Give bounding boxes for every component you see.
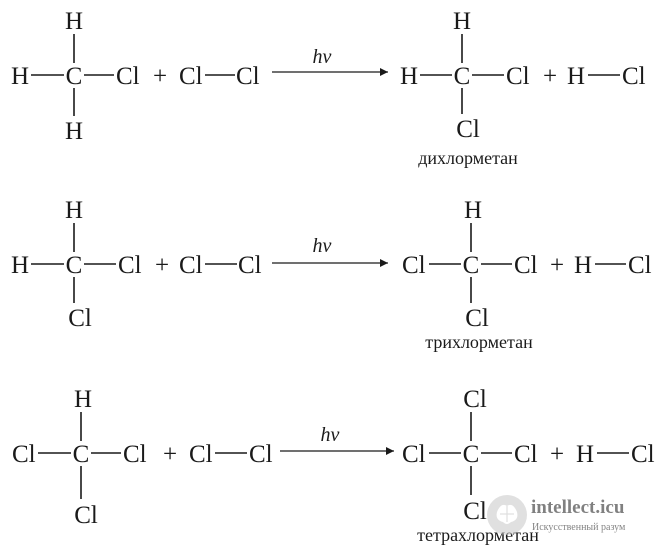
atom-center: C [454, 63, 471, 90]
atom-top: H [464, 197, 482, 224]
condition-label: hν [321, 424, 340, 446]
atom-right: Cl [116, 63, 140, 90]
atom-right: Cl [506, 63, 530, 90]
atom-right: Cl [123, 441, 147, 468]
byproduct-atom-left: H [567, 63, 585, 90]
atom-top: H [65, 8, 83, 35]
byproduct-atom-right: Cl [622, 63, 646, 90]
atom-right: Cl [118, 252, 142, 279]
product-name: дихлорметан [418, 148, 518, 168]
atom-left: Cl [402, 252, 426, 279]
atom-top: H [453, 8, 471, 35]
watermark: intellect.icu Искусственный разум [487, 495, 626, 535]
reaction-arrow: hν [272, 46, 388, 76]
plus-sign: + [550, 252, 564, 279]
byproduct-molecule: H Cl [576, 441, 655, 468]
reactant-molecule: H H C Cl Cl [11, 197, 142, 332]
reactant-molecule: H Cl C Cl Cl [12, 386, 147, 529]
atom-bottom: H [65, 118, 83, 145]
reagent-molecule: Cl Cl [189, 441, 273, 468]
reactant-molecule: H H C Cl H [11, 8, 140, 145]
plus-sign: + [163, 441, 177, 468]
byproduct-atom-right: Cl [628, 252, 652, 279]
reaction-1: H H C Cl H + Cl Cl hν H H C Cl Cl [11, 8, 646, 168]
watermark-title: intellect.icu [531, 497, 625, 518]
atom-top: Cl [463, 386, 487, 413]
atom-center: C [463, 252, 480, 279]
atom-center: C [66, 63, 83, 90]
atom-bottom: Cl [68, 305, 92, 332]
atom-bottom: Cl [74, 502, 98, 529]
watermark-subtitle: Искусственный разум [532, 522, 626, 533]
reagent-molecule: Cl Cl [179, 252, 262, 279]
atom-bottom: Cl [456, 116, 480, 143]
reagent-atom-left: Cl [179, 63, 203, 90]
reaction-arrow: hν [272, 235, 388, 267]
atom-bottom: Cl [465, 305, 489, 332]
atom-right: Cl [514, 441, 538, 468]
byproduct-atom-left: H [576, 441, 594, 468]
byproduct-molecule: H Cl [574, 252, 652, 279]
atom-center: C [66, 252, 83, 279]
atom-center: C [463, 441, 480, 468]
plus-sign: + [550, 441, 564, 468]
plus-sign: + [155, 252, 169, 279]
atom-left: H [11, 252, 29, 279]
byproduct-atom-right: Cl [631, 441, 655, 468]
product-molecule: Cl Cl C Cl Cl [402, 386, 538, 525]
atom-center: C [73, 441, 90, 468]
plus-sign: + [153, 63, 167, 90]
byproduct-molecule: H Cl [567, 63, 646, 90]
reaction-arrow: hν [280, 424, 394, 455]
product-molecule: H Cl C Cl Cl [402, 197, 538, 332]
atom-left: H [11, 63, 29, 90]
condition-label: hν [313, 235, 332, 257]
reagent-atom-right: Cl [236, 63, 260, 90]
atom-top: H [65, 197, 83, 224]
reagent-atom-right: Cl [249, 441, 273, 468]
atom-bottom: Cl [463, 498, 487, 525]
atom-left: H [400, 63, 418, 90]
atom-right: Cl [514, 252, 538, 279]
atom-top: H [74, 386, 92, 413]
product-molecule: H H C Cl Cl [400, 8, 530, 143]
product-name: трихлорметан [425, 332, 533, 352]
byproduct-atom-left: H [574, 252, 592, 279]
reagent-atom-left: Cl [189, 441, 213, 468]
brain-logo-icon [487, 495, 527, 535]
reagent-atom-right: Cl [238, 252, 262, 279]
atom-left: Cl [402, 441, 426, 468]
reagent-molecule: Cl Cl [179, 63, 260, 90]
plus-sign: + [543, 63, 557, 90]
reagent-atom-left: Cl [179, 252, 203, 279]
atom-left: Cl [12, 441, 36, 468]
reaction-2: H H C Cl Cl + Cl Cl hν H Cl C Cl Cl [11, 197, 652, 352]
reaction-3: H Cl C Cl Cl + Cl Cl hν Cl Cl C Cl Cl [12, 386, 655, 545]
condition-label: hν [313, 46, 332, 68]
